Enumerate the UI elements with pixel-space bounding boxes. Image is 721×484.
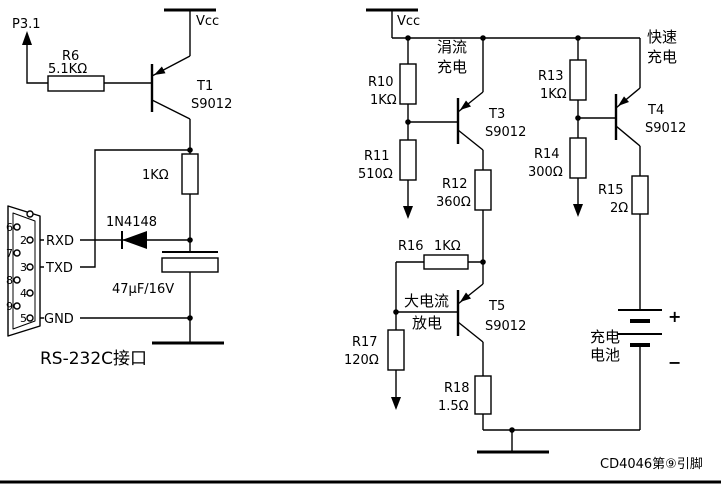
t4-name-label: T4 [647, 103, 664, 118]
p31-label: P3.1 [12, 17, 41, 32]
diode-label: 1N4148 [106, 215, 157, 230]
battery-label-line1: 充电 [590, 328, 620, 346]
vcc-left-label: Vcc [196, 14, 219, 29]
resistor-r6: R6 5.1KΩ [47, 49, 105, 92]
battery-label-line2: 电池 [590, 346, 620, 364]
r18-name-label: R18 [444, 381, 470, 396]
transistor-t1: T1 S9012 [150, 55, 232, 120]
t5-name-label: T5 [488, 299, 505, 314]
transistor-t4: T4 S9012 [614, 87, 686, 147]
resistor-r10: R10 1KΩ [368, 63, 417, 108]
pin6-label: 6 [6, 221, 13, 234]
txd-label: TXD [45, 261, 73, 276]
r12-value-label: 360Ω [436, 195, 471, 210]
arrow-r14-down [573, 204, 583, 217]
discharge-label-line1: 大电流 [404, 292, 449, 310]
t1-model-label: S9012 [191, 97, 232, 112]
rs232-port-title: RS-232C接口 [40, 349, 147, 369]
t1-name-label: T1 [196, 79, 213, 94]
resistor-r18: R18 1.5Ω [438, 375, 492, 415]
r10-name-label: R10 [368, 75, 394, 90]
trickle-charge-label-line1: 涓流 [437, 38, 467, 56]
resistor-r17: R17 120Ω [344, 329, 405, 371]
pin3-label: 3 [20, 261, 27, 274]
resistor-1k-left: 1KΩ [142, 153, 199, 195]
capacitor-47uf: 47μF/16V [112, 251, 219, 297]
r13-name-label: R13 [538, 69, 564, 84]
db9-pin1-hole [26, 210, 34, 218]
db9-pin3-hole [26, 263, 34, 271]
db9-pin9-hole [13, 302, 21, 310]
r6-value-label: 5.1KΩ [48, 62, 87, 77]
db9-connector: 6 7 8 9 2 3 4 5 [6, 205, 41, 337]
db9-pin4-hole [26, 289, 34, 297]
pin7-label: 7 [6, 247, 13, 260]
diode-1n4148: 1N4148 [106, 215, 157, 249]
battery-plus-label: + [668, 307, 681, 326]
fast-charge-label-line1: 快速 [647, 28, 677, 46]
transistor-t5: T5 S9012 [456, 283, 526, 343]
arrow-p31: P3.1 [12, 17, 41, 45]
r17-value-label: 120Ω [344, 353, 379, 368]
r12-name-label: R12 [442, 177, 468, 192]
fast-charge-label-line2: 充电 [647, 48, 677, 66]
resistor-r15: R15 2Ω [598, 175, 649, 216]
pin5-label: 5 [20, 312, 27, 325]
r18-value-label: 1.5Ω [438, 399, 469, 414]
wires-right-section [391, 10, 641, 452]
pin8-label: 8 [6, 274, 13, 287]
vcc-right-label: Vcc [397, 14, 420, 29]
r16-name-label: R16 [398, 239, 424, 254]
cd4046-pin-note: CD4046第⑨引脚 [600, 456, 703, 472]
trickle-charge-label-line2: 充电 [437, 58, 467, 76]
r16-value-label: 1KΩ [434, 239, 461, 254]
cap-value-label: 47μF/16V [112, 282, 174, 297]
db9-pin6-hole [13, 223, 21, 231]
pin9-label: 9 [6, 300, 13, 313]
db9-pin2-hole [26, 236, 34, 244]
signal-labels: RXD TXD GND [44, 232, 80, 327]
t3-model-label: S9012 [485, 125, 526, 140]
r15-value-label: 2Ω [610, 201, 628, 216]
r13-value-label: 1KΩ [540, 87, 567, 102]
r11-name-label: R11 [364, 149, 390, 164]
arrow-r11-down [403, 206, 413, 219]
battery: + − 充电 电池 [590, 307, 681, 372]
db9-pin7-hole [13, 249, 21, 257]
transistor-t3: T3 S9012 [456, 91, 526, 151]
battery-minus-label: − [668, 353, 681, 372]
db9-pin5-hole [26, 314, 34, 322]
junction-dots [187, 35, 581, 433]
t5-model-label: S9012 [485, 319, 526, 334]
rxd-label: RXD [46, 234, 74, 249]
resistor-r11: R11 510Ω [358, 139, 417, 182]
pin4-label: 4 [20, 287, 27, 300]
t4-model-label: S9012 [645, 121, 686, 136]
r11-value-label: 510Ω [358, 167, 393, 182]
resistor-r12: R12 360Ω [436, 169, 492, 211]
discharge-label-line2: 放电 [412, 314, 442, 332]
r14-name-label: R14 [534, 147, 560, 162]
resistor-r14: R14 300Ω [528, 137, 587, 180]
vcc-rail-right: Vcc [366, 8, 420, 29]
pin2-label: 2 [20, 234, 27, 247]
r10-value-label: 1KΩ [370, 93, 397, 108]
arrow-r17-down [391, 397, 401, 410]
r6-name-label: R6 [62, 49, 79, 64]
db9-pin8-hole [13, 276, 21, 284]
r17-name-label: R17 [352, 335, 378, 350]
gnd-label: GND [44, 312, 74, 327]
resistor-r16: R16 1KΩ [398, 239, 469, 270]
resistor-r13: R13 1KΩ [538, 59, 587, 102]
t3-name-label: T3 [488, 107, 505, 122]
r1k-value-label: 1KΩ [142, 168, 169, 183]
vcc-rail-left: Vcc [164, 8, 219, 29]
r14-value-label: 300Ω [528, 165, 563, 180]
r15-name-label: R15 [598, 183, 624, 198]
